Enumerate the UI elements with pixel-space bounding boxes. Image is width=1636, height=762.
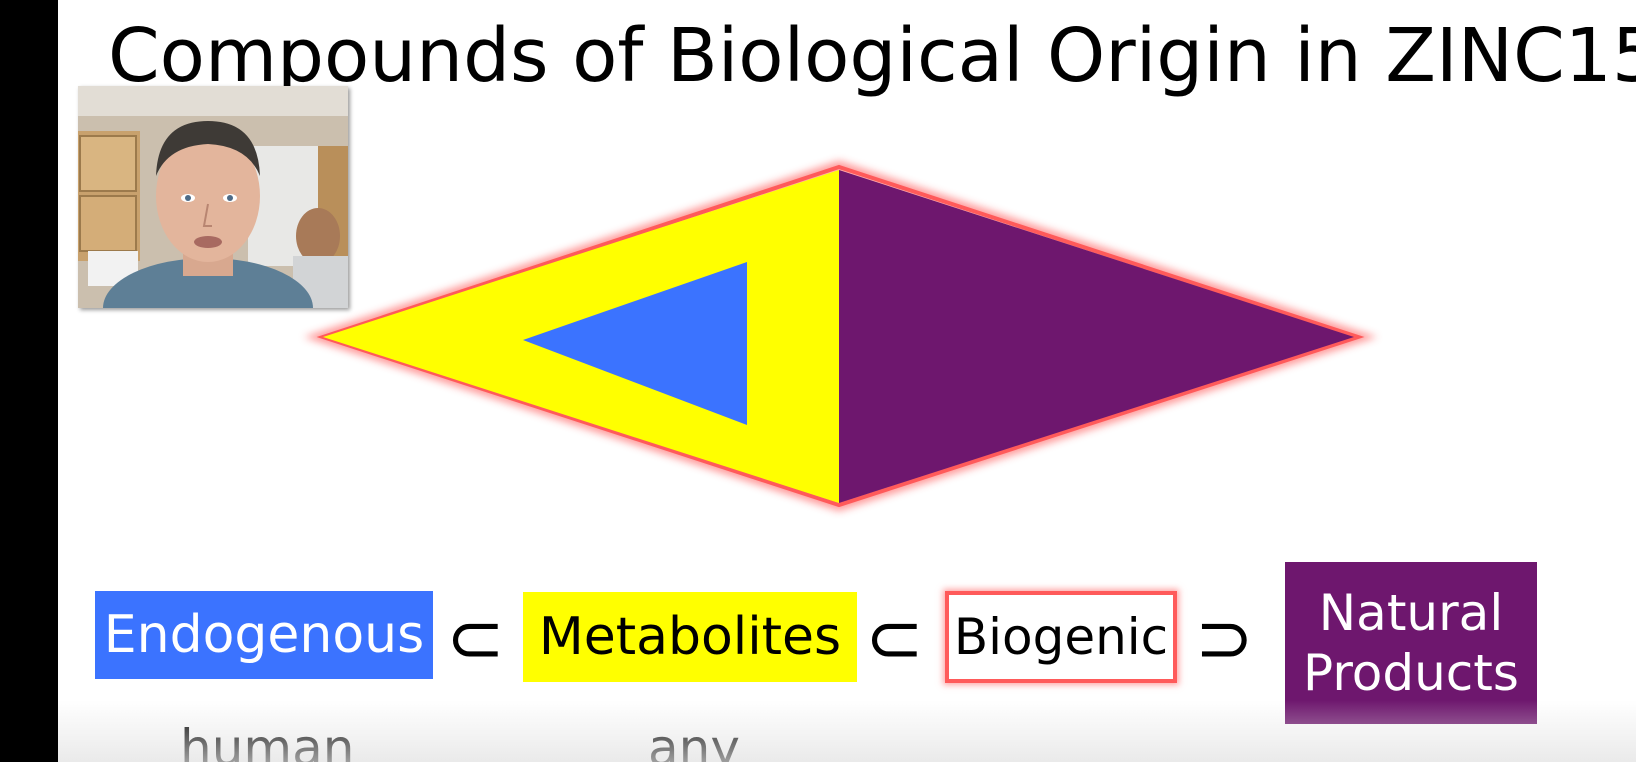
webcam-icon	[78, 86, 348, 308]
superset-symbol: ⊃	[1195, 597, 1254, 679]
set-diagram	[303, 160, 1378, 512]
natural-products-region	[839, 170, 1354, 503]
biogenic-outline	[316, 164, 1365, 508]
subset-symbol: ⊂	[446, 597, 505, 679]
metabolites-text: Metabolites	[538, 607, 842, 667]
caption-any: any	[648, 719, 740, 762]
natural-products-label: Natural Products	[1285, 562, 1537, 724]
biogenic-label: Biogenic	[945, 591, 1177, 683]
biogenic-text: Biogenic	[953, 608, 1169, 666]
endogenous-region	[523, 262, 747, 425]
natural-products-text-line1: Natural	[1318, 584, 1504, 642]
endogenous-text: Endogenous	[103, 605, 425, 665]
subset-symbol: ⊂	[865, 597, 924, 679]
presenter-webcam	[78, 86, 348, 308]
caption-human: human	[180, 719, 355, 762]
slide-title: Compounds of Biological Origin in ZINC15	[108, 13, 1636, 99]
natural-products-text-line2: Products	[1303, 644, 1519, 702]
metabolites-label: Metabolites	[523, 592, 857, 682]
presentation-slide: Compounds of Biological Origin in ZINC15	[58, 0, 1636, 762]
endogenous-label: Endogenous	[95, 591, 433, 679]
